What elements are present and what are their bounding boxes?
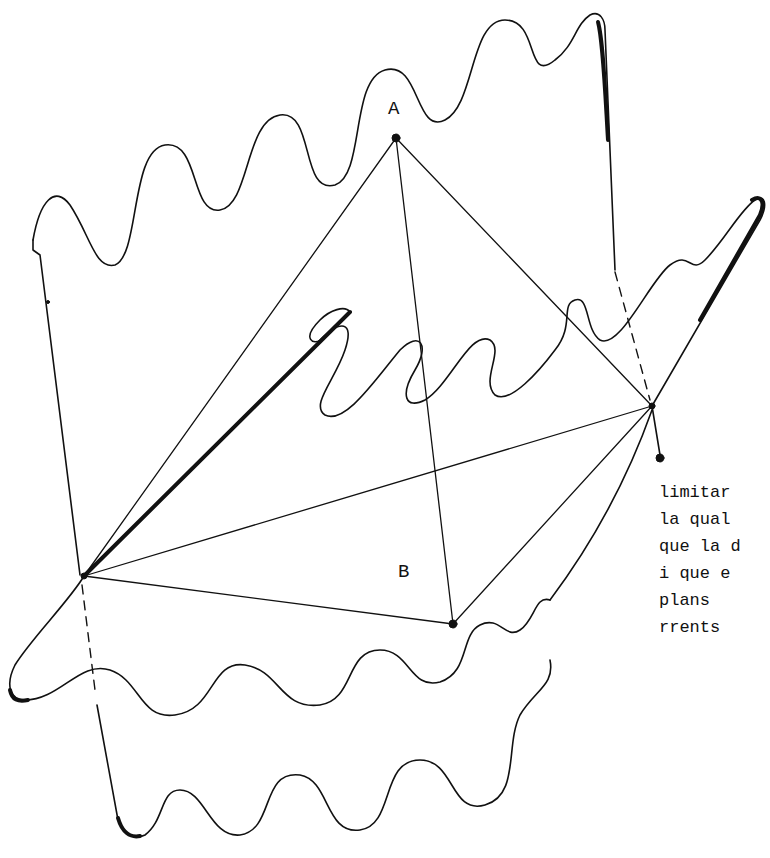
point-label: B	[398, 563, 409, 582]
stray-dot	[47, 301, 50, 304]
point-label: A	[388, 100, 399, 119]
hidden-edge	[615, 272, 650, 400]
text-fragment: i que e	[658, 565, 731, 582]
plane-edge-thick	[700, 198, 762, 320]
segments	[84, 138, 652, 624]
point-dot	[649, 403, 655, 409]
plane-edge-thick	[598, 22, 608, 140]
point-dot	[392, 134, 400, 142]
text-fragment: la qual	[658, 511, 731, 528]
text-fragment: plans	[658, 592, 711, 609]
point-dot	[449, 620, 457, 628]
plane-edge-thick	[118, 818, 140, 836]
plane-outline	[84, 198, 765, 576]
point-dot	[656, 454, 664, 462]
plane-outline	[97, 660, 551, 837]
text-fragment: limitar	[658, 484, 731, 501]
point-dot	[81, 573, 87, 579]
text-fragment: rrents	[658, 619, 721, 636]
hidden-edge	[82, 585, 95, 690]
plane-edge-thick	[10, 690, 28, 701]
plane-edge	[33, 240, 80, 575]
plane-outline	[33, 14, 615, 270]
plane-edge	[550, 410, 652, 600]
plane-outline	[10, 576, 550, 715]
text-fragment: que la d	[658, 538, 742, 555]
